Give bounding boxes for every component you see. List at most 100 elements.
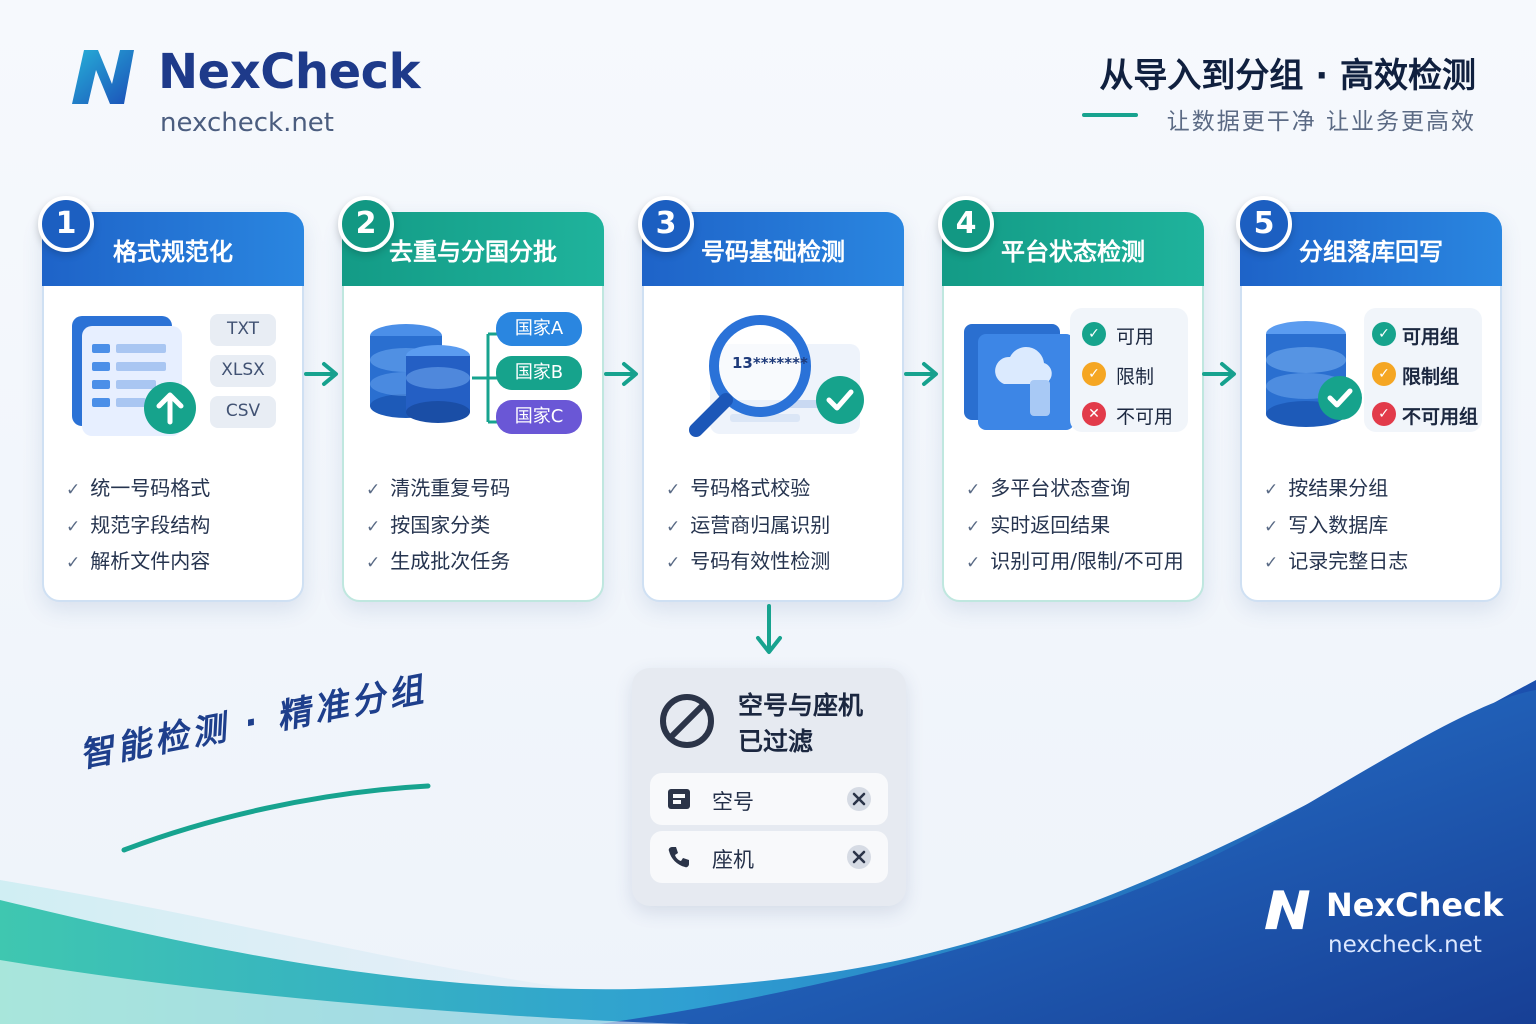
step-checklist: ✓ 按结果分组 ✓写入数据库 ✓ 记录完整日志 [1264, 470, 1408, 580]
headline-title: 从导入到分组 · 高效检测 [1099, 56, 1476, 96]
checklist-text: 运营商归属识别 [690, 512, 831, 537]
step-checklist: ✓号码格式校验 ✓ 运营商归属识别 ✓ 号码有效性检测 [666, 470, 830, 580]
limited-icon: ✓ [1082, 362, 1106, 386]
check-icon: ✓ [366, 553, 381, 573]
checklist-text: 生成批次任务 [390, 549, 511, 573]
checklist-item: ✓ 生成批次任务 [366, 543, 510, 580]
check-icon: ✓ [966, 480, 981, 500]
filter-item-empty: 空号 [650, 773, 888, 825]
brand-name: NexCheck [158, 44, 421, 100]
checklist-item: ✓解析文件内容 [66, 543, 210, 580]
checklist-text: 识别可用/限制/不可用 [990, 549, 1184, 573]
checklist-item: ✓号码格式校验 [666, 470, 830, 507]
headline-accent-rule [1082, 113, 1138, 117]
status-label: 不可用 [1116, 406, 1174, 428]
flow-arrow-icon [604, 362, 638, 386]
step-title: 平台状态检测 [1001, 238, 1145, 266]
checklist-item: ✓ 按结果分组 [1264, 470, 1408, 507]
checklist-item: ✓ 记录完整日志 [1264, 543, 1408, 580]
check-icon: ✓ [666, 516, 681, 537]
step-checklist: ✓统一号码格式 ✓规范字段结构 ✓解析文件内容 [66, 470, 210, 580]
checklist-text: 清洗重复号码 [390, 476, 511, 500]
checklist-text: 按结果分组 [1288, 476, 1389, 500]
check-icon: ✓ [666, 553, 681, 573]
filter-title-line: 已过滤 [738, 727, 814, 756]
step-title: 分组落库回写 [1299, 238, 1443, 266]
step-title: 格式规范化 [113, 238, 233, 266]
document-upload-icon [72, 316, 196, 436]
filtered-numbers-panel: 空号与座机 已过滤 空号 座机 [632, 668, 906, 906]
checklist-text: 解析文件内容 [90, 549, 211, 573]
filter-item-label: 座机 [712, 848, 754, 872]
format-pill: XLSX [210, 355, 276, 387]
unavailable-icon: ✕ [1082, 402, 1106, 426]
nexcheck-logo-icon [72, 50, 134, 104]
remove-icon [847, 845, 871, 869]
country-pill: 国家A [496, 312, 582, 346]
country-pill: 国家B [496, 356, 582, 390]
step-title: 号码基础检测 [701, 238, 845, 266]
masked-number: 13******* [732, 354, 808, 372]
format-pill: CSV [210, 396, 276, 428]
step-number-badge: 1 [38, 196, 94, 252]
slogan-underline [121, 783, 431, 853]
checklist-text: 统一号码格式 [90, 476, 211, 500]
step-number-badge: 2 [338, 196, 394, 252]
group-label: 不可用组 [1402, 406, 1479, 428]
step-checklist: ✓多平台状态查询 ✓实时返回结果 ✓识别可用/限制/不可用 [966, 470, 1184, 580]
check-icon: ✓ [1264, 480, 1279, 500]
filter-item-landline: 座机 [650, 831, 888, 883]
filter-title-line: 空号与座机 [738, 691, 864, 720]
checklist-text: 写入数据库 [1288, 512, 1389, 537]
status-label: 可用 [1116, 326, 1155, 348]
checklist-text: 号码有效性检测 [690, 549, 831, 573]
step-card-4: 平台状态检测 4 ✓ 可用 ✓ 限制 ✕ 不可用 ✓ 多平台状态查询 ✓实时返回结… [938, 196, 1204, 602]
filter-title: 空号与座机 已过滤 [738, 688, 863, 760]
step-card-1: 格式规范化 1 TXT XLSX CSV ✓统一号码格式 ✓规范字段结构 ✓解析… [38, 196, 304, 602]
format-pill: TXT [210, 314, 276, 346]
check-icon: ✓ [66, 516, 81, 537]
group-label: 限制组 [1402, 366, 1460, 388]
empty-number-icon [668, 789, 690, 809]
step-card-5: 分组落库回写 5 ✓ 可用组 ✓ 限制组 ✓ 不可用组 ✓按结果分组 ✓写入数据… [1236, 196, 1502, 602]
group-panel: ✓ 可用组 ✓ 限制组 ✓ 不可用组 [1364, 308, 1482, 432]
step-number-badge: 4 [938, 196, 994, 252]
database-split-icon [370, 324, 500, 424]
limited-group-icon: ✓ [1372, 362, 1396, 386]
checklist-text: 号码格式校验 [690, 476, 811, 500]
step-checklist: ✓ 清洗重复号码 ✓ 按国家分类 ✓ 生成批次任务 [366, 470, 510, 580]
step-illustration: TXT XLSX CSV [60, 304, 290, 444]
available-icon: ✓ [1082, 322, 1106, 346]
status-panel: ✓ 可用 ✓ 限制 ✕ 不可用 [1070, 308, 1188, 432]
check-icon: ✓ [366, 516, 381, 537]
step-card-2: 去重与分国分批 2 国家A 国家B 国家C ✓ 清洗重复号码 ✓ 按国家分类 ✓ 生成… [338, 196, 604, 602]
checklist-text: 多平台状态查询 [990, 476, 1131, 500]
filter-item-label: 空号 [712, 790, 754, 814]
step-number-badge: 3 [638, 196, 694, 252]
cloud-server-icon [964, 324, 1074, 430]
checklist-item: ✓统一号码格式 [66, 470, 210, 507]
checklist-item: ✓识别可用/限制/不可用 [966, 543, 1184, 580]
phone-icon [668, 847, 689, 868]
flow-arrow-icon [1202, 362, 1236, 386]
footer-brand-name: NexCheck [1326, 886, 1504, 924]
checklist-text: 记录完整日志 [1288, 549, 1409, 573]
checklist-item: ✓实时返回结果 [966, 507, 1184, 544]
check-icon: ✓ [1264, 553, 1279, 573]
step-title: 去重与分国分批 [389, 238, 557, 266]
headline-subtitle: 让数据更干净 让业务更高效 [1166, 109, 1476, 135]
checklist-item: ✓ 运营商归属识别 [666, 507, 830, 544]
checklist-text: 按国家分类 [390, 512, 491, 537]
checklist-item: ✓ 号码有效性检测 [666, 543, 830, 580]
remove-icon [847, 787, 871, 811]
check-icon: ✓ [366, 480, 381, 500]
check-icon: ✓ [966, 516, 981, 537]
available-group-icon: ✓ [1372, 322, 1396, 346]
country-pill: 国家C [496, 400, 582, 434]
checklist-item: ✓写入数据库 [1264, 507, 1408, 544]
step-illustration: 13******* [660, 304, 890, 444]
step-illustration: ✓ 可用 ✓ 限制 ✕ 不可用 [960, 304, 1190, 444]
step-illustration: ✓ 可用组 ✓ 限制组 ✓ 不可用组 [1258, 304, 1488, 444]
status-label: 限制 [1116, 366, 1155, 388]
